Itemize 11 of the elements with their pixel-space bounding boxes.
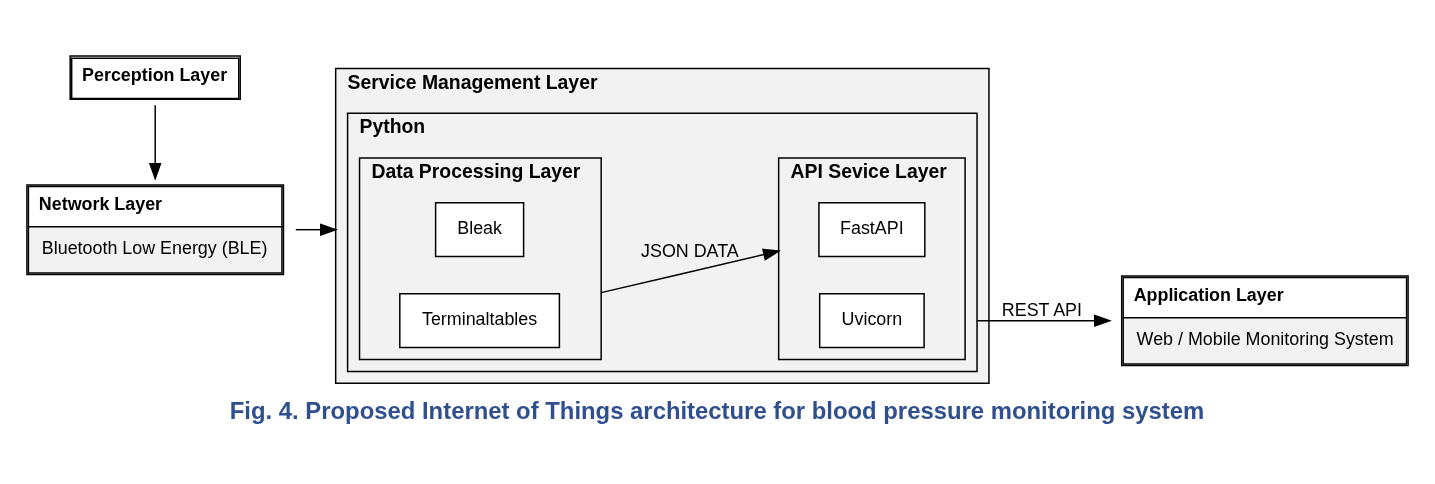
arrow bbox=[976, 314, 1112, 327]
arrow bbox=[295, 223, 338, 236]
caption: Fig. 4. Proposed Internet of Things architecture for blood pressure monitoring system bbox=[229, 396, 1205, 424]
edge-label: REST API bbox=[1001, 299, 1082, 320]
node-box: Uvicorn bbox=[818, 293, 925, 349]
edge-label: JSON DATA bbox=[641, 241, 739, 262]
node-box: Bleak bbox=[434, 202, 525, 258]
arrow bbox=[600, 248, 781, 294]
node-box: Terminaltables bbox=[399, 293, 561, 349]
node-box: FastAPI bbox=[818, 202, 926, 258]
arrow bbox=[148, 104, 162, 181]
